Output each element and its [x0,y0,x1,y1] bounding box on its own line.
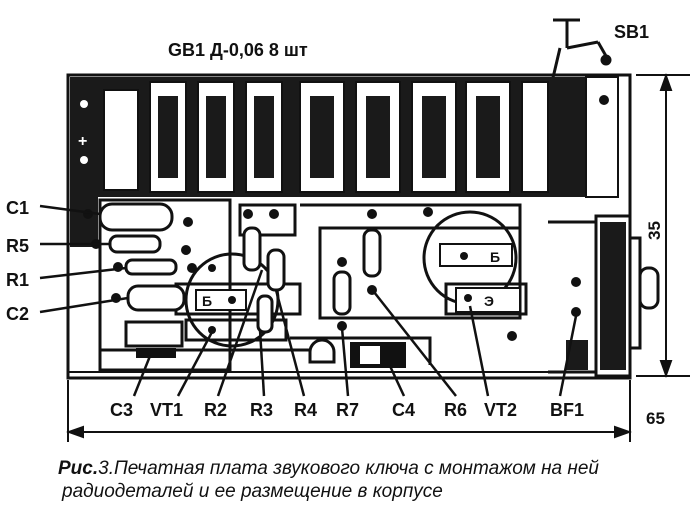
label-bf1: BF1 [550,400,584,420]
bf1-component [548,214,660,378]
caption-fig-number: 3. [98,458,114,479]
leader-lines [39,204,578,397]
r1-component [113,258,197,276]
caption-line-1: Печатная плата звукового ключа с монтажо… [113,458,599,479]
c4-component [308,338,406,368]
label-r3: R3 [250,400,273,420]
vt2-emitter-mark: Э [484,293,494,309]
label-r2: R2 [204,400,227,420]
label-r4: R4 [294,400,317,420]
r6-component [362,207,433,295]
label-vt2: VT2 [484,400,517,420]
label-r5: R5 [6,236,29,256]
label-c2: C2 [6,304,29,324]
label-c3: C3 [110,400,133,420]
width-dimension [66,380,632,442]
r7-component [332,257,352,331]
vt2-base-mark: Б [490,249,500,265]
figure-caption: Рис.3.Печатная плата звукового ключа с м… [58,457,688,503]
circuit-board-figure: GB1 Д-0,06 8 шт SB1 [6,18,690,442]
r5-component [91,234,191,255]
height-dimension [636,73,690,378]
height-dimension-value: 35 [645,221,664,240]
caption-fig-word: Рис. [58,458,99,479]
c3-component [124,320,184,358]
label-r6: R6 [444,400,467,420]
pcb-traces [98,198,528,372]
vt1-base-mark: Б [202,293,212,309]
vt2-component: Б Э [422,210,521,341]
label-vt1: VT1 [150,400,183,420]
switch-label: SB1 [614,22,649,42]
label-r1: R1 [6,270,29,290]
label-r7: R7 [336,400,359,420]
battery-compartment: + [70,76,619,247]
label-c4: C4 [392,400,415,420]
plus-mark: + [78,133,87,150]
label-c1: C1 [6,198,29,218]
width-dimension-value: 65 [646,409,665,428]
caption-line-2: радиодеталей и ее размещение в корпусе [62,481,443,502]
c1-component [83,202,193,232]
battery-label: GB1 Д-0,06 8 шт [168,40,308,60]
r2-r3-r4-components [242,209,286,334]
